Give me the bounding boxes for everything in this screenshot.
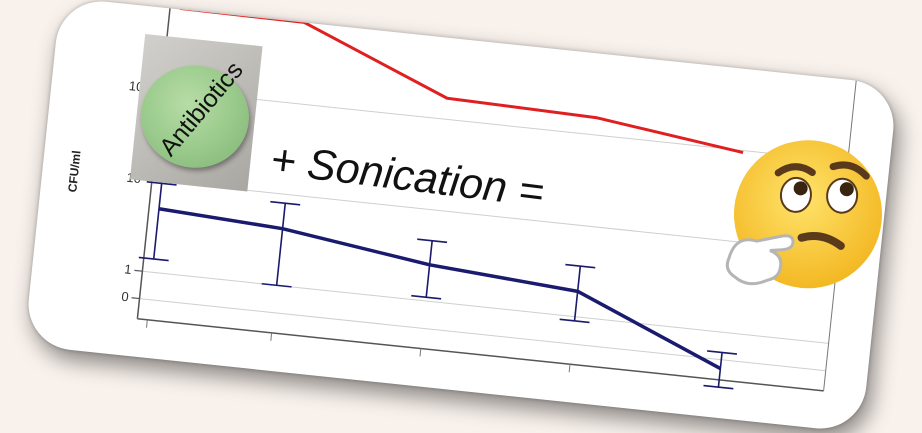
antibiotic-pill-photo: Antibiotics [129,33,263,192]
series-1-errorcap-high-0 [146,181,177,186]
x-tick-0 [145,319,148,328]
series-1-errorcap-high-2 [417,238,448,244]
series-1-errorcap-high-4 [707,350,738,355]
y-tick-0 [131,297,140,300]
series-0-line [179,6,744,155]
thinking-face-icon [725,140,882,289]
series-1-line [158,206,722,371]
series-1-errorbar-2 [425,240,433,298]
y-tick-1 [134,269,143,272]
grid-line-0 [139,298,826,372]
x-tick-1 [270,332,273,341]
series-1-errorcap-high-3 [565,263,596,269]
x-axis-line [137,317,824,392]
grid-line-2 [151,179,839,253]
grid-line-4 [170,0,858,72]
series-1-errorcap-low-4 [703,384,734,390]
x-tick-2 [419,348,422,357]
series-1-errorbar-0 [152,183,163,260]
series-1-errorcap-low-0 [138,256,169,262]
x-tick-3 [568,364,571,373]
y-tick-label-4: 1000 [131,0,161,4]
series-1-errorbar-1 [275,203,287,286]
series-1-errorcap-low-3 [559,318,590,324]
chart-card: 01101001000 CFU/ml Antibiotics + Sonicat… [24,0,898,433]
series-1-errorcap-low-1 [261,282,292,288]
series-1-errorcap-high-1 [270,200,301,206]
series [138,6,744,390]
series-1-errorcap-low-2 [411,294,442,300]
y-tick-label-0: 0 [121,289,130,305]
series-1-errorbar-3 [573,266,582,321]
y-tick-label-1: 1 [124,261,133,277]
grid-line-1 [142,270,829,344]
y-axis-label: CFU/ml [65,150,83,193]
series-1-errorbar-4 [717,352,723,388]
